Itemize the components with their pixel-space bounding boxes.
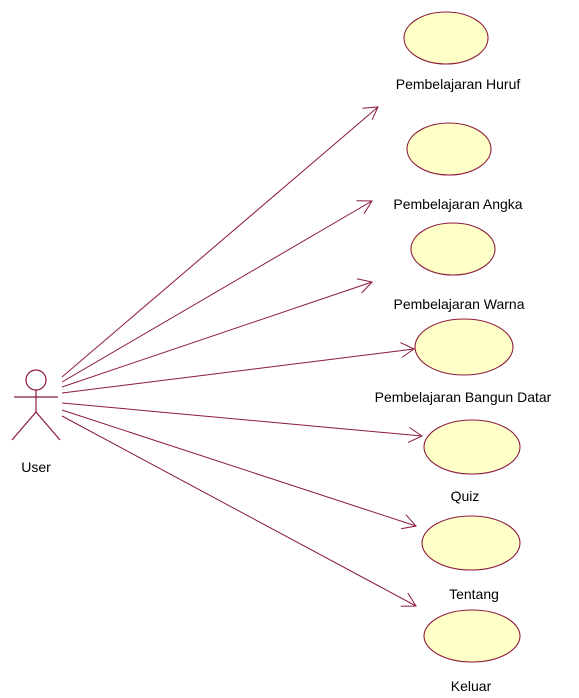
- use-case-label: Pembelajaran Angka: [393, 196, 522, 212]
- association-keluar: [61, 415, 417, 607]
- use-case-tentang: Tentang: [421, 515, 521, 602]
- use-case-label: Pembelajaran Huruf: [396, 76, 521, 92]
- use-case-ellipse: [403, 11, 489, 65]
- association-huruf: [61, 106, 379, 378]
- actor-left-leg: [11, 411, 37, 441]
- use-case-label: Pembelajaran Warna: [394, 296, 525, 312]
- use-case-ellipse: [406, 122, 492, 176]
- use-case-ellipse: [423, 609, 521, 663]
- association-angka: [61, 200, 373, 383]
- use-case-warna: Pembelajaran Warna: [394, 222, 525, 312]
- use-case-label: Quiz: [451, 488, 480, 504]
- association-quiz: [61, 402, 424, 443]
- association-bangun-datar: [61, 342, 415, 394]
- use-case-label: Pembelajaran Bangun Datar: [375, 389, 552, 405]
- actor-user: User: [11, 369, 61, 475]
- actor-right-leg: [35, 411, 61, 441]
- use-case-quiz: Quiz: [423, 419, 521, 504]
- actor-label: User: [21, 459, 51, 475]
- use-case-bangun-datar: Pembelajaran Bangun Datar: [375, 318, 552, 405]
- use-case-ellipse: [410, 222, 496, 276]
- use-case-ellipse: [423, 419, 521, 475]
- use-case-label: Keluar: [451, 678, 492, 694]
- use-case-ellipse: [421, 515, 521, 571]
- use-case-label: Tentang: [449, 586, 499, 602]
- use-case-angka: Pembelajaran Angka: [393, 122, 523, 212]
- actor-head: [25, 369, 47, 391]
- use-case-ellipse: [414, 318, 514, 376]
- use-case-keluar: Keluar: [423, 609, 521, 694]
- use-case-huruf: Pembelajaran Huruf: [396, 11, 521, 92]
- association-tentang: [61, 409, 417, 530]
- association-warna: [61, 278, 373, 388]
